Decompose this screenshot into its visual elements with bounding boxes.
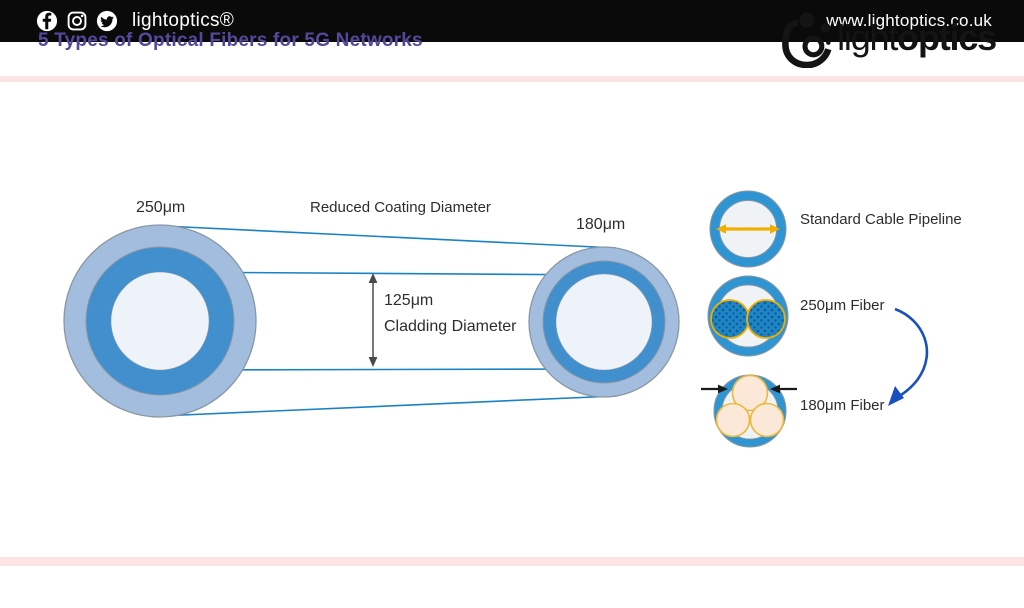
- footer-website-link[interactable]: www.lightoptics.co.uk: [826, 11, 992, 30]
- label-180um: 180μm: [576, 216, 626, 233]
- pinch-arrows: [701, 384, 797, 394]
- footer-social-group: lightoptics®: [0, 10, 234, 32]
- fiber-250-cross-section: [63, 224, 257, 418]
- pipeline-width-arrow: [716, 224, 780, 234]
- page-title: 5 Types of Optical Fibers for 5G Network…: [38, 30, 423, 51]
- lightoptics-logo-icon: [782, 12, 832, 68]
- cladding-measure-arrow: [368, 273, 378, 367]
- footer-bar: lightoptics® www.lightoptics.co.uk: [0, 0, 1024, 42]
- logo-optics-part: optics: [897, 17, 997, 58]
- instagram-icon[interactable]: [66, 10, 88, 32]
- twitter-icon[interactable]: [96, 10, 118, 32]
- footer-divider: [0, 557, 1024, 566]
- facebook-icon[interactable]: [36, 10, 58, 32]
- logo-wordmark: lightoptics: [837, 6, 997, 70]
- header-divider: [0, 76, 1024, 82]
- legend-label-250um-fiber: 250μm Fiber: [800, 297, 885, 314]
- footer-brand-text: lightoptics®: [132, 10, 235, 31]
- fiber-180-cross-section: [528, 246, 680, 398]
- legend-label-pipeline: Standard Cable Pipeline: [800, 211, 962, 228]
- label-250um: 250μm: [136, 199, 186, 216]
- label-reduced-coating-diameter: Reduced Coating Diameter: [310, 199, 491, 216]
- label-cladding-diameter: 125μm Cladding Diameter: [384, 288, 517, 340]
- cladding-text: Cladding Diameter: [384, 318, 517, 335]
- logo-light-part: light: [837, 17, 898, 58]
- transition-arrow: [888, 307, 929, 406]
- fiber-180-bundle-icon: [701, 374, 797, 448]
- cladding-value: 125μm: [384, 292, 434, 309]
- brand-logo: lightoptics: [777, 6, 997, 70]
- standard-cable-pipeline-icon: [709, 190, 787, 268]
- legend-label-180um-fiber: 180μm Fiber: [800, 397, 885, 414]
- fiber-250-bundle-icon: [707, 275, 789, 357]
